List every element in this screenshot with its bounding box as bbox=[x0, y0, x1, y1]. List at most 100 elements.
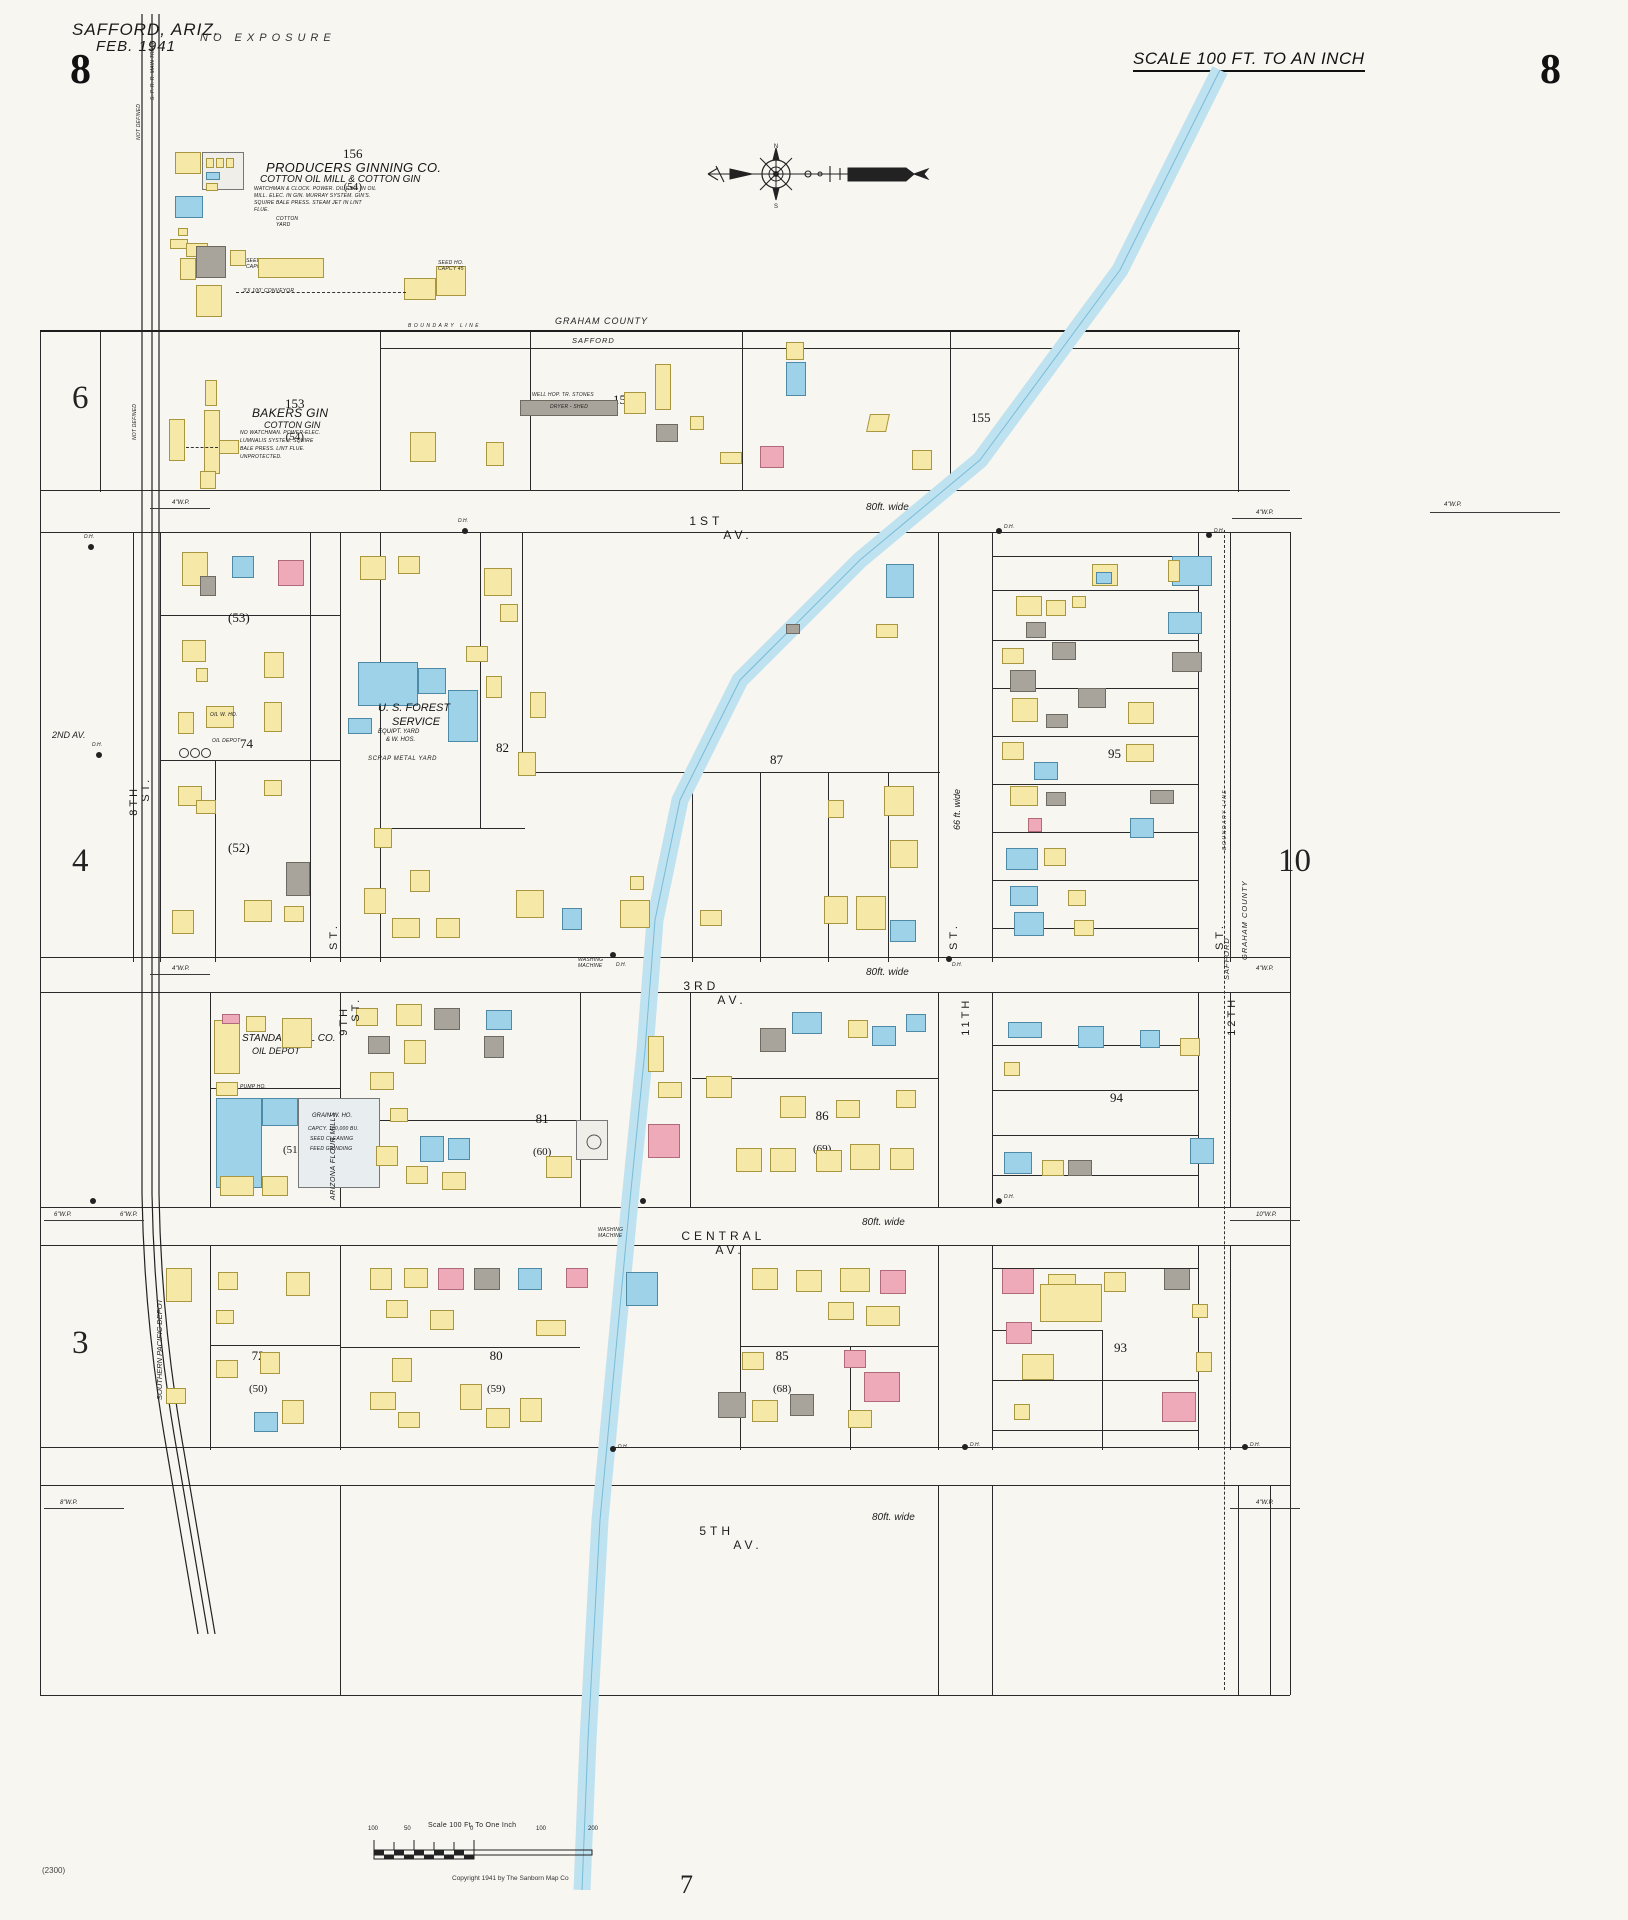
margin-ref-10[interactable]: 10 bbox=[1278, 843, 1311, 879]
building bbox=[244, 900, 272, 922]
lot-line bbox=[580, 992, 581, 1207]
street-suffix-text: ST. bbox=[350, 996, 362, 1022]
building bbox=[404, 1268, 428, 1288]
block-num-text: 86 bbox=[815, 1108, 829, 1123]
not-defined-label-upper: NOT DEFINED bbox=[136, 103, 142, 140]
block-number-74: 74 bbox=[240, 736, 253, 751]
water-pipe-label: 4"W.P. bbox=[1256, 510, 1274, 516]
building bbox=[386, 1300, 408, 1318]
building bbox=[466, 646, 488, 662]
building bbox=[620, 900, 650, 928]
building bbox=[796, 1270, 822, 1292]
building bbox=[486, 676, 502, 698]
us-forest-service-name: U. S. FOREST bbox=[378, 702, 451, 714]
us-forest-detail-1: EQUIPT. YARD bbox=[378, 729, 420, 735]
producers-detail-4: FLUE. bbox=[254, 207, 270, 213]
margin-ref-7[interactable]: 7 bbox=[680, 1870, 693, 1899]
building bbox=[1164, 1268, 1190, 1290]
flour-detail-3: SEED CLEANING bbox=[310, 1136, 354, 1142]
street-name-central-av: CENTRAL AV. bbox=[652, 1215, 765, 1271]
side-graham-county-label: GRAHAM COUNTY bbox=[1240, 880, 1249, 960]
building bbox=[658, 1082, 682, 1098]
lot-line bbox=[210, 1345, 340, 1346]
building bbox=[1180, 1038, 1200, 1056]
street-line-11th bbox=[938, 1485, 939, 1695]
building bbox=[700, 910, 722, 926]
hydrant-label: D.H. bbox=[92, 742, 102, 748]
lot-line bbox=[992, 736, 1198, 737]
block-number-85: 85 (68) bbox=[760, 1332, 791, 1412]
building bbox=[648, 1036, 664, 1072]
building bbox=[219, 440, 239, 454]
street-name-1st-av: 1ST AV. bbox=[660, 500, 753, 556]
building bbox=[390, 1108, 408, 1122]
building bbox=[1068, 890, 1086, 906]
street-line bbox=[100, 332, 101, 492]
building bbox=[264, 652, 284, 678]
building bbox=[884, 786, 914, 816]
building bbox=[182, 640, 206, 662]
scale-tick-200: 200 bbox=[588, 1826, 599, 1832]
street-line-12th bbox=[1198, 1245, 1199, 1450]
bakers-detail-2: LUMNALIS SYSTEM. SQUIRE bbox=[240, 438, 314, 444]
building bbox=[178, 712, 194, 734]
building bbox=[1002, 648, 1024, 664]
building bbox=[866, 1306, 900, 1326]
lot-line bbox=[380, 828, 525, 829]
margin-ref-3[interactable]: 3 bbox=[72, 1325, 89, 1361]
oil-wh-label: OIL W. HO. bbox=[210, 712, 238, 718]
lot-line bbox=[160, 760, 340, 761]
scrap-metal-yard-label: SCRAP METAL YARD bbox=[368, 756, 438, 762]
building bbox=[648, 1124, 680, 1158]
producers-detail-2: MILL. ELEC. IN GIN. MURRAY SYSTEM. GIN'S… bbox=[254, 193, 371, 199]
building bbox=[196, 285, 222, 317]
water-pipe-line bbox=[150, 974, 210, 975]
hydrant-label: D.H. bbox=[970, 1442, 980, 1448]
building bbox=[218, 1272, 238, 1290]
sheet-number-right: 8 bbox=[1540, 47, 1561, 93]
water-pipe-label: 4"W.P. bbox=[1256, 966, 1274, 972]
scale-tick-50: 50 bbox=[404, 1826, 411, 1832]
street-line-11th bbox=[938, 1245, 939, 1450]
lot-line bbox=[992, 1135, 1198, 1136]
building bbox=[840, 1268, 870, 1292]
building bbox=[286, 1272, 310, 1296]
margin-ref-4[interactable]: 4 bbox=[72, 843, 89, 879]
street-suffix-text: AV. bbox=[723, 528, 753, 542]
street-line-edge bbox=[1270, 1485, 1271, 1695]
hydrant-label: D.H. bbox=[84, 534, 94, 540]
building bbox=[356, 1008, 378, 1026]
building bbox=[486, 442, 504, 466]
building bbox=[436, 266, 466, 296]
building bbox=[1190, 1138, 1214, 1164]
block-sub-text: (50) bbox=[249, 1383, 268, 1395]
block-number-153: 153 (54) bbox=[272, 380, 305, 460]
lot-line bbox=[692, 772, 693, 962]
building-pump-ho bbox=[216, 1082, 238, 1096]
block-sub-text: (59) bbox=[487, 1383, 506, 1395]
side-boundary-line-label: BOUNDARY LINE bbox=[1222, 788, 1228, 850]
lot-line bbox=[660, 772, 940, 773]
building bbox=[836, 1100, 860, 1118]
bakers-gin-subtitle: COTTON GIN bbox=[264, 420, 321, 430]
block-number-95: 95 bbox=[1108, 746, 1121, 761]
bakers-detail-3: BALE PRESS. LINT FLUE. bbox=[240, 446, 305, 452]
neatline-top bbox=[40, 330, 1240, 332]
sheet-number-left: 8 bbox=[70, 47, 91, 93]
building bbox=[169, 419, 185, 461]
building bbox=[1096, 572, 1112, 584]
hydrant-marker bbox=[962, 1444, 968, 1450]
hydrant-label: D.H. bbox=[1004, 1194, 1014, 1200]
building bbox=[866, 414, 890, 432]
margin-ref-6[interactable]: 6 bbox=[72, 380, 89, 416]
hydrant-marker bbox=[946, 956, 952, 962]
building bbox=[752, 1268, 778, 1290]
building bbox=[626, 1272, 658, 1306]
street-line-11th-b bbox=[992, 532, 993, 962]
block-number-87: 87 bbox=[770, 752, 783, 767]
building bbox=[1162, 1392, 1196, 1422]
hydrant-marker bbox=[610, 1446, 616, 1452]
building bbox=[536, 1320, 566, 1336]
block-sub-text: (51) bbox=[283, 1144, 302, 1156]
building bbox=[1012, 698, 1038, 722]
